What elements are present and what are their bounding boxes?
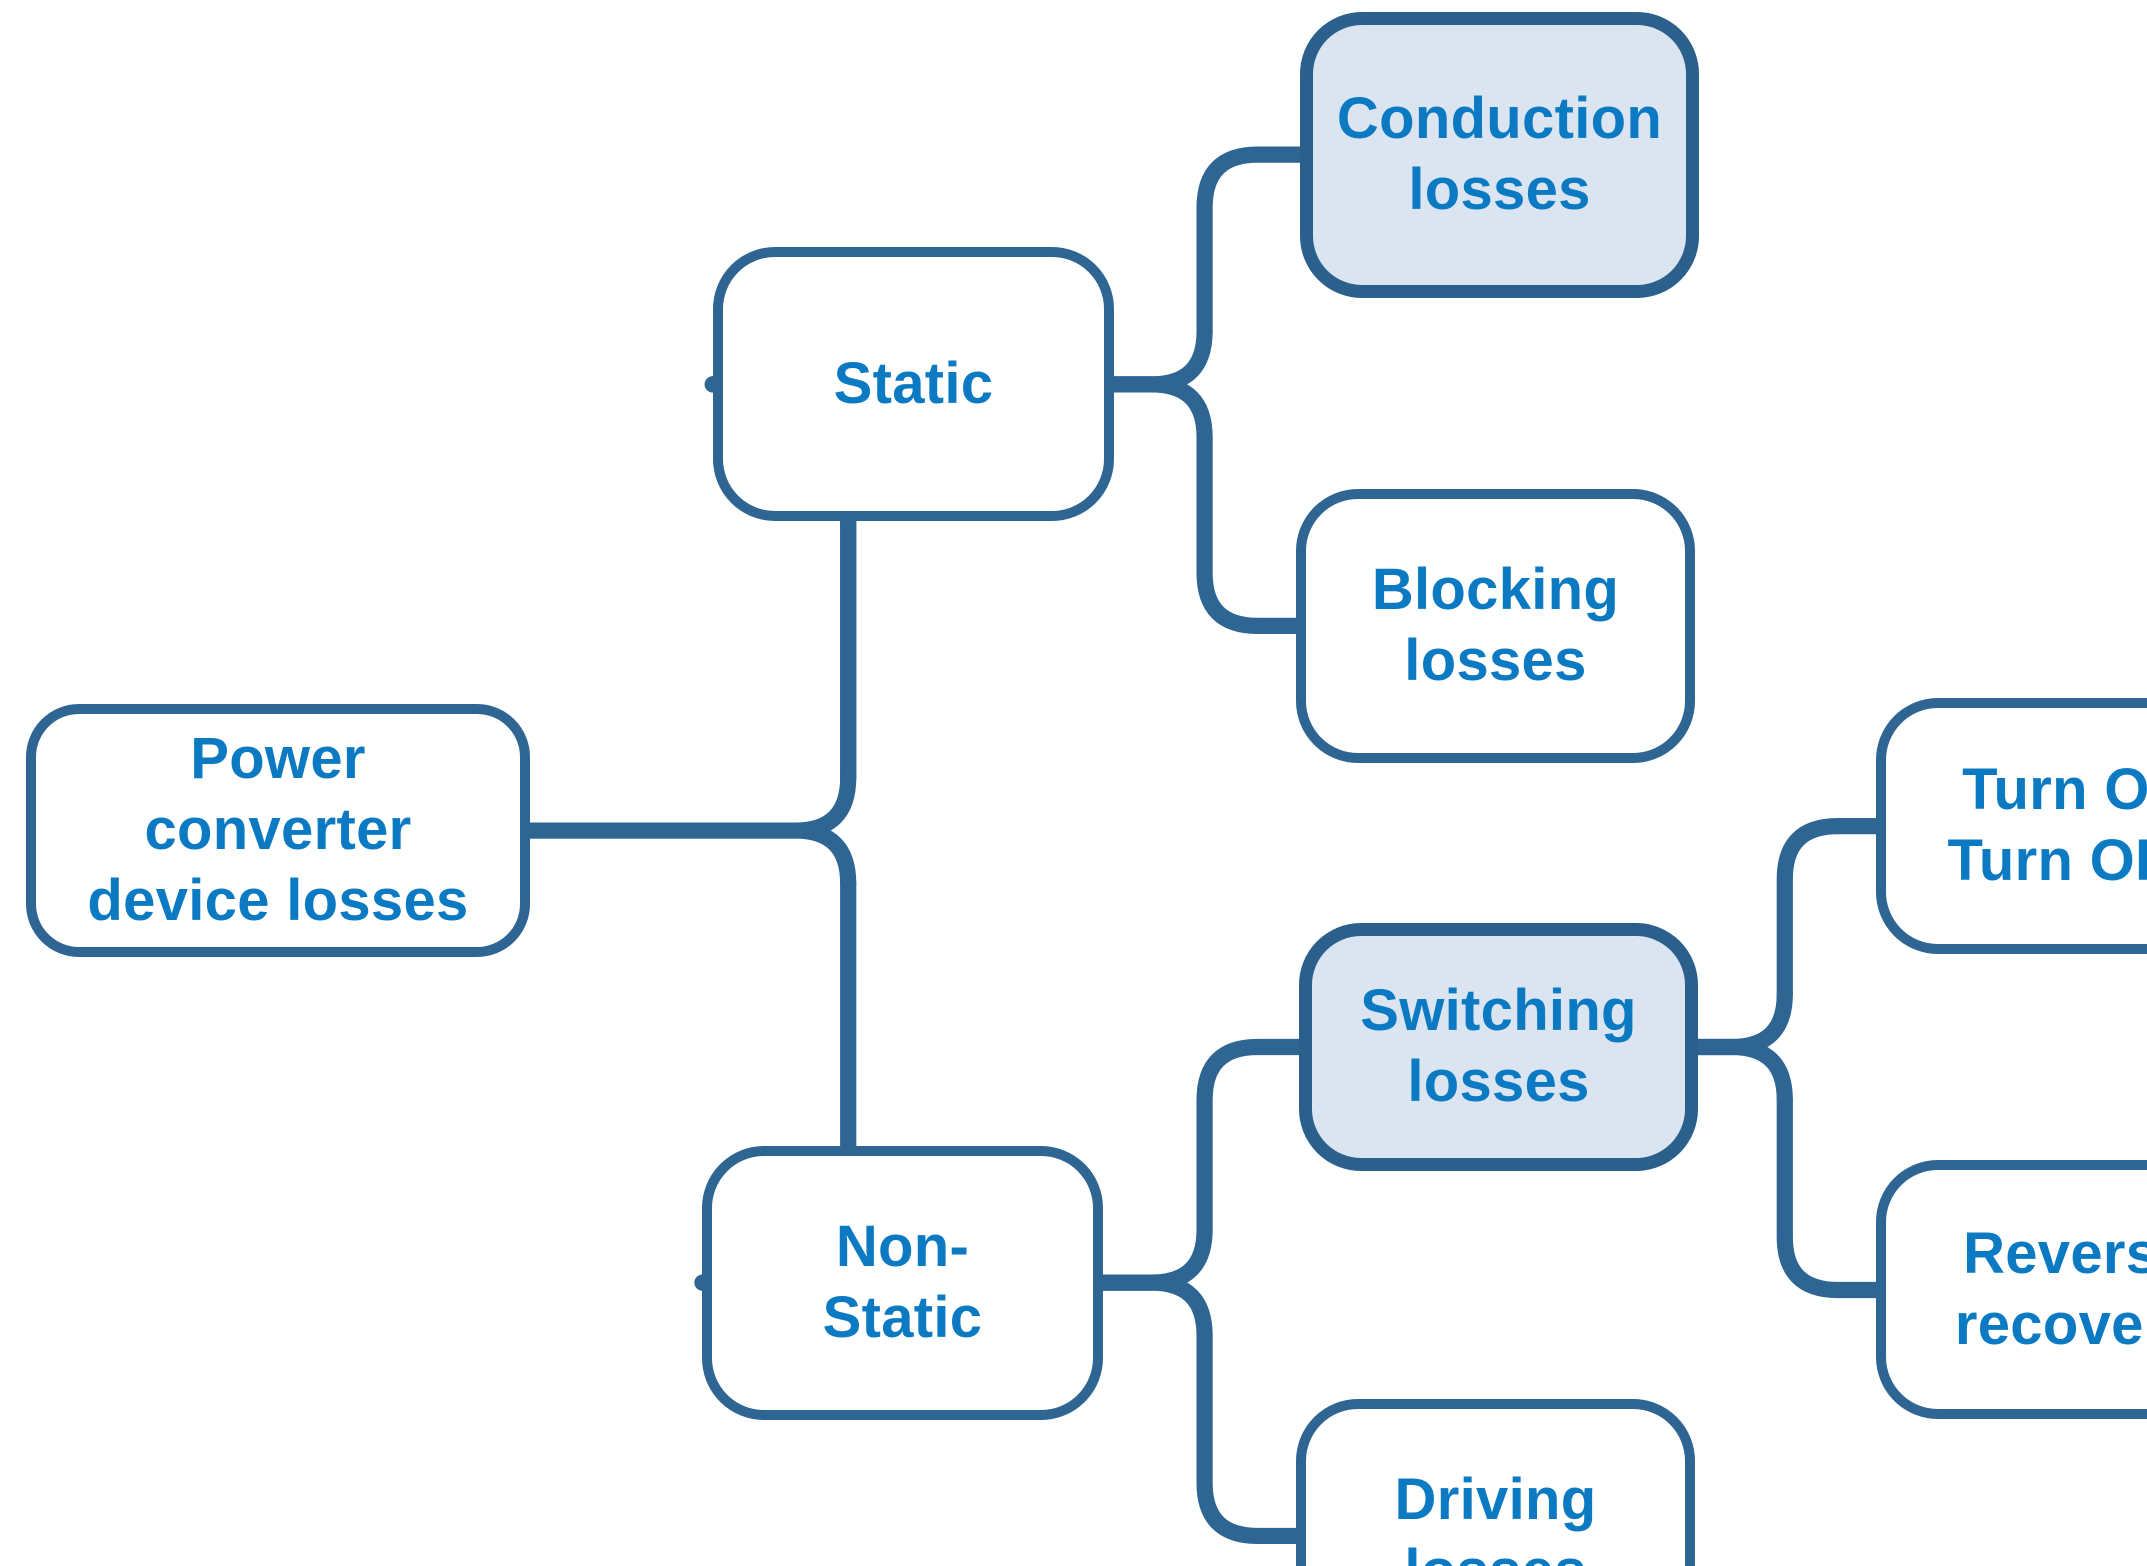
node-label: Power converter device losses	[87, 726, 469, 933]
node-label: Reverse recovery	[1954, 1220, 2147, 1357]
edge-nonstatic-to-switching	[1196, 1038, 1307, 1238]
edge-switching-stub-lower	[1689, 1038, 1793, 1109]
node-blocking-losses[interactable]: Blocking losses	[1296, 489, 1695, 763]
node-label: Conduction losses	[1336, 86, 1663, 222]
node-label: Turn ON Turn OFF	[1947, 757, 2147, 893]
node-driving-losses[interactable]: Driving losses	[1296, 1399, 1695, 1566]
node-turn-on-turn-off[interactable]: Turn ON Turn OFF	[1876, 698, 2147, 954]
edge-root-stub	[522, 769, 857, 839]
edge-static-to-blocking	[1196, 429, 1304, 634]
edge-nonstatic-stub-lower	[1094, 1274, 1213, 1344]
edge-switching-to-reverse	[1776, 1091, 1885, 1299]
edge-switching-stub-upper	[1689, 985, 1793, 1056]
node-static[interactable]: Static	[713, 247, 1114, 521]
edge-static-stub-lower	[1105, 376, 1213, 446]
node-label: Switching losses	[1360, 978, 1637, 1114]
node-label: Static	[833, 350, 994, 416]
node-non-static[interactable]: Non- Static	[702, 1146, 1103, 1420]
node-power-converter-device-losses[interactable]: Power converter device losses	[26, 704, 530, 957]
node-label: Non- Static	[822, 1214, 983, 1350]
edge-switching-to-turnonoff	[1776, 818, 1885, 1003]
node-reverse-recovery[interactable]: Reverse recovery	[1876, 1160, 2147, 1419]
edge-static-to-conduction	[1196, 146, 1309, 340]
node-switching-losses[interactable]: Switching losses	[1299, 923, 1698, 1171]
edge-static-stub-upper	[1105, 323, 1213, 393]
edge-root-stub-lower	[522, 822, 857, 892]
node-conduction-losses[interactable]: Conduction losses	[1300, 12, 1699, 298]
edge-nonstatic-stub-upper	[1094, 1221, 1213, 1291]
edge-nonstatic-to-driving	[1196, 1327, 1304, 1545]
node-label: Driving losses	[1394, 1467, 1597, 1566]
node-label: Blocking losses	[1371, 557, 1620, 693]
